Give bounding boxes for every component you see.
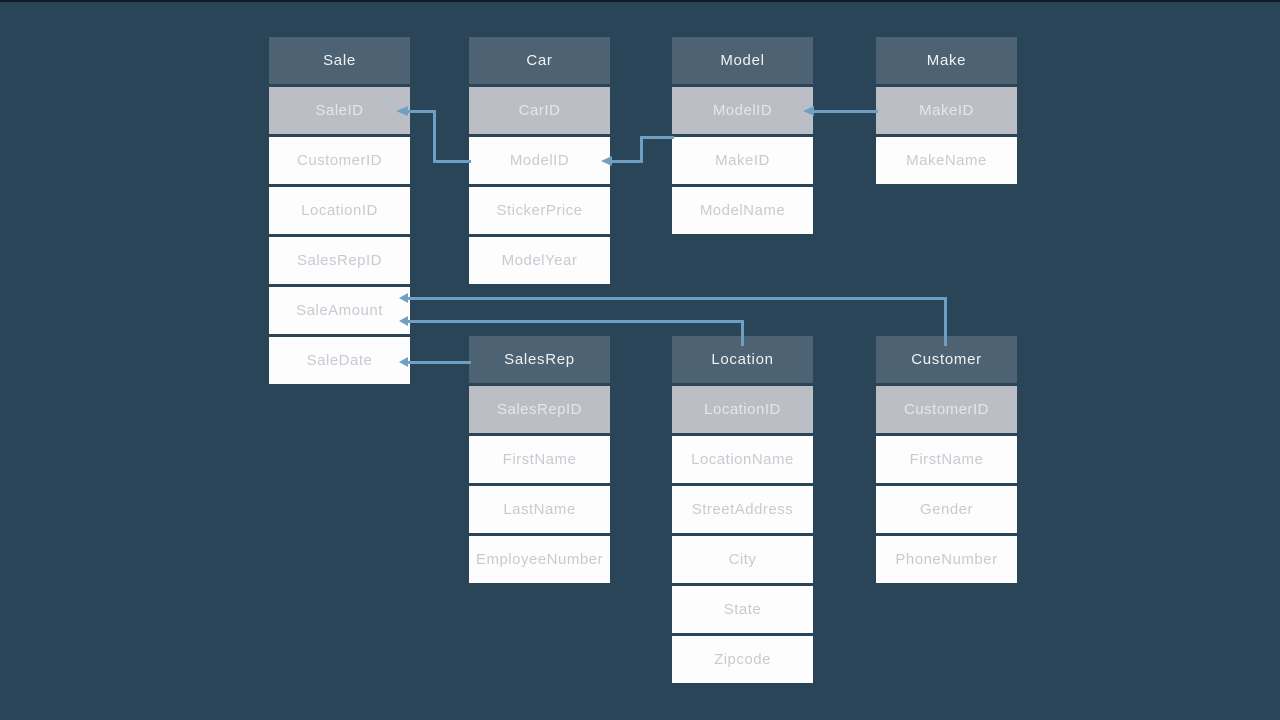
connector-sale-saleid-to-car-modelid-arrowhead-icon	[396, 106, 408, 116]
field-row-customerid: CustomerID	[876, 386, 1017, 433]
field-row-customerid: CustomerID	[269, 137, 410, 184]
letterbox-top-edge	[0, 0, 1280, 2]
table-sale-title: Sale	[269, 37, 410, 84]
field-row-lastname: LastName	[469, 486, 610, 533]
field-row-makeid: MakeID	[672, 137, 813, 184]
connector-sale-customerid-to-customer-segment	[406, 296, 947, 300]
connector-sale-salesrepid-to-salesrep-segment	[406, 360, 471, 364]
connector-car-modelid-to-model-modelid-segment	[639, 135, 674, 139]
field-row-modelname: ModelName	[672, 187, 813, 234]
field-row-makeid: MakeID	[876, 87, 1017, 134]
connector-car-modelid-to-model-modelid-segment	[610, 159, 643, 163]
connector-sale-locationid-to-location-segment	[406, 319, 744, 323]
table-customer-title: Customer	[876, 336, 1017, 383]
connector-sale-saleid-to-car-modelid-segment	[406, 109, 436, 113]
field-row-gender: Gender	[876, 486, 1017, 533]
field-row-carid: CarID	[469, 87, 610, 134]
field-row-modelid: ModelID	[469, 137, 610, 184]
field-row-city: City	[672, 536, 813, 583]
field-row-locationid: LocationID	[672, 386, 813, 433]
field-row-employeenumber: EmployeeNumber	[469, 536, 610, 583]
field-row-saleid: SaleID	[269, 87, 410, 134]
connector-car-modelid-to-model-modelid-arrowhead-icon	[601, 156, 612, 166]
field-row-phonenumber: PhoneNumber	[876, 536, 1017, 583]
field-row-firstname: FirstName	[876, 436, 1017, 483]
connector-sale-saleid-to-car-modelid-segment	[432, 159, 471, 163]
table-car-title: Car	[469, 37, 610, 84]
connector-sale-saleid-to-car-modelid-segment	[432, 109, 436, 163]
field-row-saledate: SaleDate	[269, 337, 410, 384]
connector-model-modelid-to-make-makeid-segment	[812, 109, 878, 113]
field-row-firstname: FirstName	[469, 436, 610, 483]
field-row-saleamount: SaleAmount	[269, 287, 410, 334]
table-make-title: Make	[876, 37, 1017, 84]
field-row-salesrepid: SalesRepID	[469, 386, 610, 433]
field-row-state: State	[672, 586, 813, 633]
connector-sale-locationid-to-location-segment	[740, 319, 744, 346]
table-salesrep-title: SalesRep	[469, 336, 610, 383]
field-row-locationid: LocationID	[269, 187, 410, 234]
field-row-streetaddress: StreetAddress	[672, 486, 813, 533]
field-row-zipcode: Zipcode	[672, 636, 813, 683]
connector-car-modelid-to-model-modelid-segment	[639, 135, 643, 163]
field-row-modelyear: ModelYear	[469, 237, 610, 284]
field-row-makename: MakeName	[876, 137, 1017, 184]
connector-sale-customerid-to-customer-segment	[943, 296, 947, 346]
field-row-salesrepid: SalesRepID	[269, 237, 410, 284]
connector-sale-customerid-to-customer-arrowhead-icon	[399, 293, 408, 303]
field-row-locationname: LocationName	[672, 436, 813, 483]
field-row-stickerprice: StickerPrice	[469, 187, 610, 234]
table-model-title: Model	[672, 37, 813, 84]
connector-model-modelid-to-make-makeid-arrowhead-icon	[803, 106, 814, 116]
connector-sale-salesrepid-to-salesrep-arrowhead-icon	[399, 357, 408, 367]
connector-sale-locationid-to-location-arrowhead-icon	[399, 316, 408, 326]
field-row-modelid: ModelID	[672, 87, 813, 134]
